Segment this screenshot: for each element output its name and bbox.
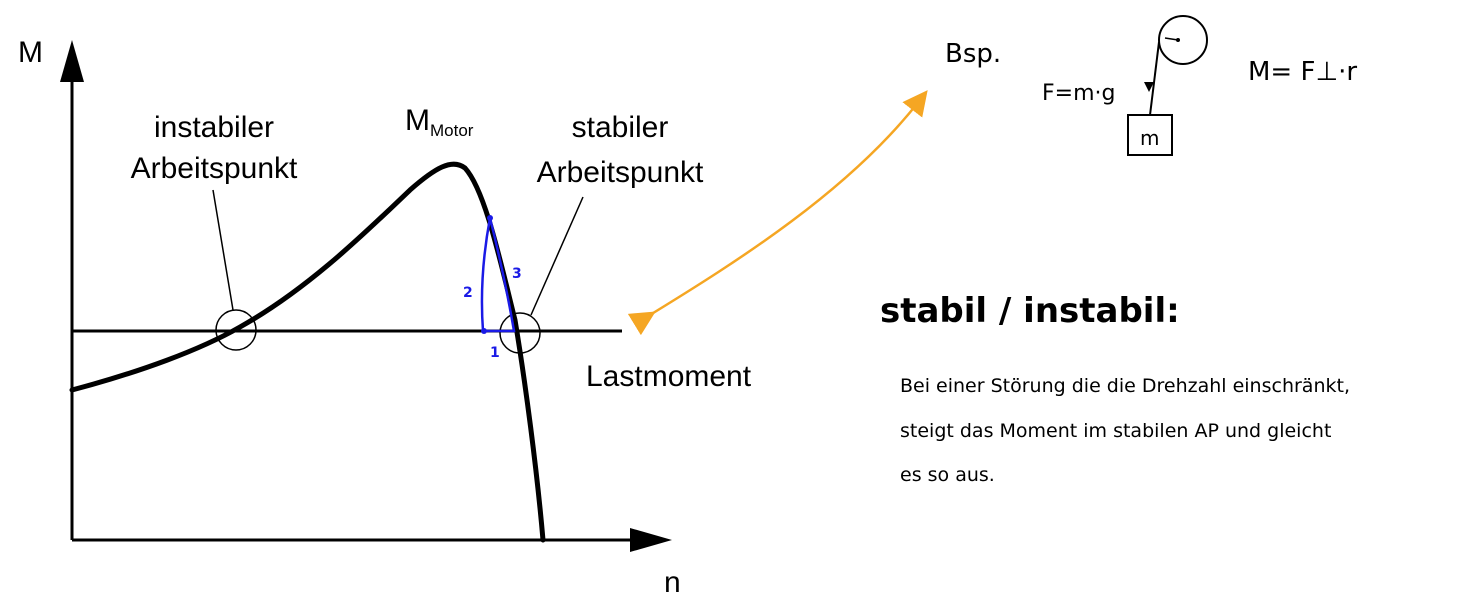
- disturbance-peak-dot: [487, 215, 493, 221]
- x-axis-arrow-icon: [630, 528, 672, 552]
- step-marker-1: 1: [490, 345, 500, 361]
- note-heading: stabil / instabil:: [880, 291, 1180, 331]
- unstable-point-pointer: [212, 189, 234, 311]
- y-axis-label: M: [18, 36, 43, 69]
- y-axis-arrow-icon: [60, 40, 84, 82]
- stable-label-line2: Arbeitspunkt: [537, 156, 704, 189]
- pulley-icon: [1158, 15, 1208, 65]
- note-line-1: Bei einer Störung die die Drehzahl einsc…: [900, 375, 1350, 397]
- force-formula: F=m·g: [1042, 81, 1115, 106]
- disturbance-path: [480, 217, 516, 333]
- rope-arrow-icon: [1144, 82, 1154, 92]
- stable-point-pointer: [530, 196, 584, 316]
- stable-point-marker: [499, 312, 541, 354]
- mass-box: [1127, 114, 1173, 156]
- step-marker-2: 2: [463, 285, 473, 301]
- stable-label-line1: stabiler: [572, 111, 669, 144]
- example-label: Bsp.: [945, 39, 1001, 69]
- mass-label: m: [1140, 126, 1159, 150]
- x-axis-label: n: [664, 566, 681, 599]
- unstable-label-line2: Arbeitspunkt: [131, 152, 298, 185]
- unstable-label-line1: instabiler: [154, 111, 274, 144]
- load-torque-label: Lastmoment: [586, 360, 752, 393]
- link-arrow: [627, 90, 928, 336]
- motor-torque-curve: [69, 161, 546, 543]
- note-line-2: steigt das Moment im stabilen AP und gle…: [900, 420, 1331, 442]
- step-marker-3: 3: [512, 266, 522, 282]
- rope: [1149, 41, 1160, 116]
- note-line-3: es so aus.: [900, 464, 995, 486]
- disturbance-start-dot: [481, 328, 487, 334]
- unstable-point-marker: [215, 309, 257, 351]
- motor-torque-label: MMotor: [405, 104, 474, 140]
- pulley-radius: [1164, 37, 1179, 41]
- torque-formula: M= F⊥·r: [1248, 57, 1357, 87]
